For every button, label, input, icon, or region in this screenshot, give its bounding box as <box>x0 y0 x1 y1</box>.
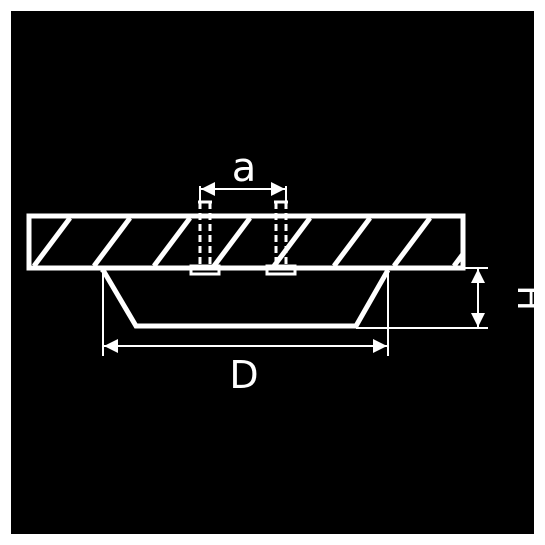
dimension-h: H <box>356 267 545 329</box>
mounting-plate <box>26 213 466 271</box>
plate-hatching <box>32 218 461 266</box>
dimension-label-h: H <box>509 285 545 311</box>
dimension-a: a <box>199 145 287 205</box>
lamp-body <box>100 268 391 329</box>
dimension-label-d: D <box>229 353 258 397</box>
dimension-d: D <box>102 272 389 397</box>
dimension-label-a: a <box>232 145 257 191</box>
plate-outline <box>26 213 466 271</box>
